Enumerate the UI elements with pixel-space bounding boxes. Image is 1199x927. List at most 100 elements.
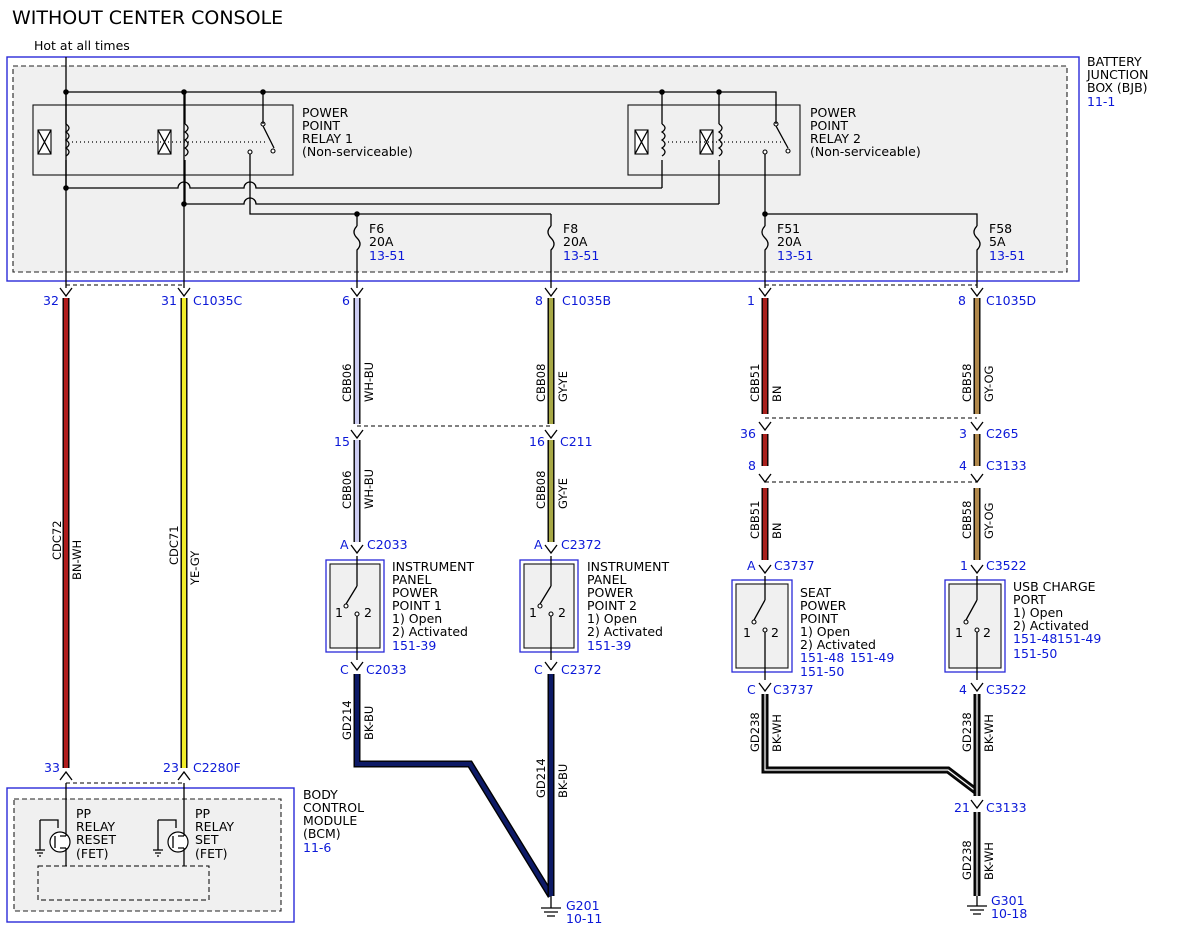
fet-reset-label-3: RESET [76, 832, 116, 847]
spp-pin-1: 1 [743, 625, 751, 640]
pin-32: 32 [43, 293, 59, 308]
ground-g301: G301 10-18 [967, 893, 1027, 921]
ground-g301-name: G301 [991, 893, 1025, 908]
relay2-label-2: POINT [810, 118, 848, 133]
wire-segments [62, 298, 981, 898]
bjb-label-1: BATTERY [1087, 54, 1142, 69]
usb-pin-2: 2 [983, 625, 991, 640]
wire-cbb51-upper-circuit: CBB51 [748, 364, 762, 402]
fuse-f58-ref: 13-51 [989, 248, 1025, 263]
wire-cdc71-circuit: CDC71 [167, 525, 181, 565]
pin-a-c2372: A [534, 537, 543, 552]
pin-1: 1 [747, 293, 755, 308]
bcm-ref: 11-6 [303, 840, 331, 855]
fuse-f58-name: F58 [989, 221, 1012, 236]
wire-cbb51-lower-color: BN [770, 523, 784, 540]
fuse-f58-amp: 5A [989, 234, 1006, 249]
wire-gd214-left-circuit: GD214 [340, 700, 354, 740]
pin-8: 8 [748, 458, 756, 473]
ippp1-label-5: 1) Open [392, 611, 442, 626]
wire-cdc72-color: BN-WH [70, 540, 84, 580]
spp-pin-2: 2 [771, 625, 779, 640]
ippp2-label-1: INSTRUMENT [587, 559, 669, 574]
wire-cdc71-color: YE-GY [188, 550, 202, 586]
wire-gd214-left-outline [353, 674, 554, 898]
fet-set-symbol [167, 831, 189, 853]
connector-arrows [59, 287, 984, 810]
spp-label-5: 2) Activated [800, 637, 876, 652]
fet-reset-label-2: RELAY [76, 819, 115, 834]
fuse-f6-name: F6 [369, 221, 384, 236]
relay1-label-4: (Non-serviceable) [302, 144, 413, 159]
ippp1-label-1: INSTRUMENT [392, 559, 474, 574]
pin-23: 23 [163, 760, 179, 775]
wire-gd214-right-circuit: GD214 [534, 758, 548, 798]
pin-15: 15 [334, 434, 350, 449]
pin-a-c2033: A [340, 537, 349, 552]
wire-gd238-lower-circuit: GD238 [960, 840, 974, 880]
ground-g301-ref: 10-18 [991, 906, 1027, 921]
connector-c1035c: C1035C [193, 293, 243, 308]
body-control-module: PP RELAY RESET (FET) PP RELAY SET (FET) … [6, 783, 364, 923]
ippp1-label-3: POWER [392, 585, 439, 600]
connector-c1035d: C1035D [986, 293, 1036, 308]
ground-g201-name: G201 [566, 898, 600, 913]
instrument-panel-power-point-1: 1 2 INSTRUMENT PANEL POWER POINT 1 1) Op… [325, 556, 474, 660]
pin-3: 3 [959, 426, 967, 441]
spp-ref-1: 151-48 [800, 650, 844, 665]
pin-a-c3737: A [747, 558, 756, 573]
connector-c2372-c: C2372 [561, 662, 602, 677]
wire-cbb58-upper-color: GY-OG [982, 366, 996, 402]
usb-label-2: PORT [1013, 592, 1046, 607]
fuse-f58-symbol [973, 225, 981, 288]
pin-8-c1035d: 8 [958, 293, 966, 308]
connector-c2033-a: C2033 [367, 537, 408, 552]
connector-c2033-c: C2033 [366, 662, 407, 677]
fuse-labels: F6 20A 13-51 F8 20A 13-51 F51 20A 13-51 … [369, 221, 1025, 263]
ippp2-pin-2: 2 [558, 605, 566, 620]
relay2-label-1: POWER [810, 105, 857, 120]
ippp2-label-2: PANEL [587, 572, 627, 587]
wire-gd238-left-stripe [764, 694, 978, 793]
wire-cbb08-upper-circuit: CBB08 [534, 364, 548, 402]
connector-c3737-c: C3737 [773, 682, 814, 697]
connector-c3737-a: C3737 [774, 558, 815, 573]
ippp1-ref: 151-39 [392, 638, 436, 653]
usb-ref-1: 151-48 [1013, 631, 1057, 646]
connector-c2280f: C2280F [193, 760, 241, 775]
ground-g201-ref: 10-11 [566, 911, 602, 926]
wire-cdc72-circuit: CDC72 [50, 520, 64, 560]
bcm-label-1: BODY [303, 787, 338, 802]
wire-cbb58-lower-circuit: CBB58 [960, 501, 974, 539]
usb-ref-2: 151-49 [1057, 631, 1101, 646]
connector-c3522-4: C3522 [986, 682, 1027, 697]
spp-ref-3: 151-50 [800, 664, 844, 679]
wire-gd214-left [354, 674, 553, 898]
wire-cbb06-lower-color: WH-BU [362, 469, 376, 509]
wire-gd238-right-color: BK-WH [982, 714, 996, 752]
fuse-f8-ref: 13-51 [563, 248, 599, 263]
fuse-f6-symbol [353, 225, 361, 288]
wire-cbb08-lower-circuit: CBB08 [534, 471, 548, 509]
pin-6: 6 [342, 293, 350, 308]
wire-cbb06-upper-color: WH-BU [362, 362, 376, 402]
wire-gd214-right-color: BK-BU [556, 764, 570, 798]
fet-set-label-2: RELAY [195, 819, 234, 834]
power-point-relay-2: POWER POINT RELAY 2 (Non-serviceable) [627, 104, 921, 176]
wire-cbb06-upper-circuit: CBB06 [340, 364, 354, 402]
wire-gd238-left-outline [761, 694, 980, 795]
ground-g201: G201 10-11 [541, 896, 602, 926]
wire-cbb06-lower-circuit: CBB06 [340, 471, 354, 509]
page-title: WITHOUT CENTER CONSOLE [12, 7, 283, 29]
spp-label-3: POINT [800, 611, 838, 626]
pin-31: 31 [161, 293, 177, 308]
pin-4: 4 [959, 458, 967, 473]
relay1-label-3: RELAY 1 [302, 131, 353, 146]
wire-cbb58-upper-circuit: CBB58 [960, 364, 974, 402]
fuse-f51-amp: 20A [777, 234, 802, 249]
usb-ref-3: 151-50 [1013, 646, 1057, 661]
relay2-label-3: RELAY 2 [810, 131, 861, 146]
wire-gd238-right-circuit: GD238 [960, 712, 974, 752]
pin-16: 16 [529, 434, 545, 449]
ippp1-pin-1: 1 [335, 605, 343, 620]
